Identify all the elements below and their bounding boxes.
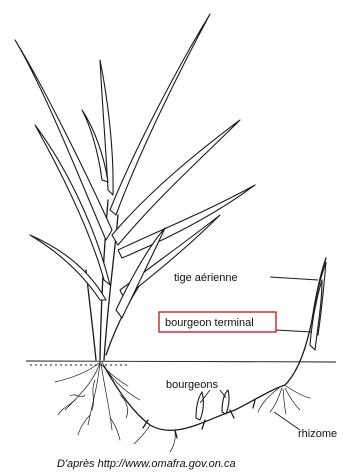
aerial-stem-leader [270,277,318,280]
source-credit: D'après http://www.omafra.gov.on.ca [57,458,236,470]
soil-line [26,361,336,362]
terminal-bud-label: bourgeon terminal [165,317,254,329]
rhizome-leader [274,412,300,430]
leaf [110,14,210,215]
buds-label: bourgeons [166,379,218,391]
bud [196,392,203,420]
aerial-stem-label: tige aérienne [174,272,238,284]
rhizome-label: rhizome [298,428,337,440]
terminal-bud-leader [276,330,312,332]
main-plant [15,14,255,360]
